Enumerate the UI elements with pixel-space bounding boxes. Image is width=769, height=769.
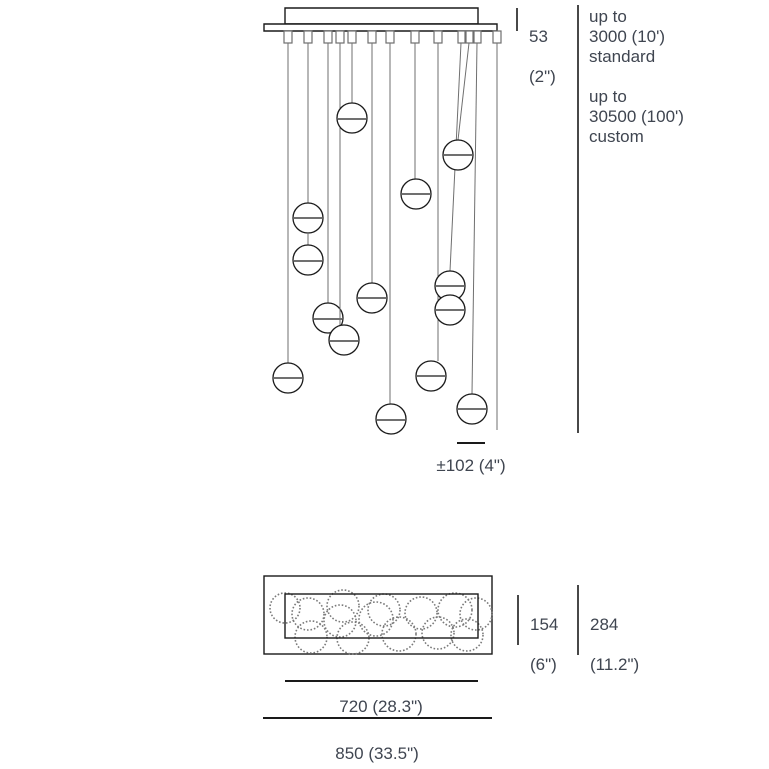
- elevation-view: [263, 5, 579, 444]
- cord-nub: [410, 30, 420, 44]
- pendant: [375, 30, 407, 435]
- plan-sphere: [291, 597, 325, 631]
- pendant: [292, 30, 324, 234]
- plan-sphere: [459, 597, 493, 631]
- canopy-height-imperial: (2"): [529, 67, 556, 86]
- cord-nub: [367, 30, 377, 44]
- cord-nub: [323, 30, 333, 44]
- plan-depth-imperial: (6"): [530, 655, 557, 674]
- plan-overall-outline: [263, 575, 493, 655]
- plan-overall-depth-value: 284: [590, 615, 619, 634]
- cord-nub: [303, 30, 313, 44]
- plan-sphere: [269, 592, 301, 624]
- plan-canopy-outline: [284, 593, 479, 639]
- pendant: [400, 30, 432, 210]
- cord-nub: [473, 30, 482, 44]
- plan-sphere: [294, 620, 328, 654]
- plan-view: [263, 575, 579, 719]
- drop-length-notes: up to 3000 (10') standard up to 30500 (1…: [589, 7, 749, 147]
- pendant-sphere: [292, 244, 324, 276]
- pendant: [492, 30, 502, 430]
- pendant: [434, 294, 466, 326]
- plan-depth-value: 154: [530, 615, 559, 634]
- cord-nub: [335, 30, 345, 44]
- cord-nub: [457, 30, 466, 44]
- canopy-width-dimension: 720 (28.3"): [339, 697, 423, 716]
- cord-nub: [283, 30, 293, 44]
- cord-nub: [492, 30, 502, 44]
- plan-sphere: [381, 616, 417, 652]
- cord-line: [457, 42, 470, 141]
- pendant: [456, 30, 488, 425]
- plan-overall-depth-dimension: 284 (11.2"): [590, 595, 639, 675]
- cord-line: [471, 42, 478, 395]
- overall-width-dimension: 850 (33.5"): [335, 744, 419, 763]
- pendant-sphere: [312, 302, 344, 334]
- plan-overall-depth-imperial: (11.2"): [590, 655, 640, 674]
- canopy-base-plate: [263, 23, 498, 32]
- cord-nub: [385, 30, 395, 44]
- plan-sphere: [326, 589, 360, 623]
- drop-note-custom-line-3: custom: [589, 127, 644, 146]
- drop-note-custom-line-2: 30500 (100'): [589, 107, 684, 126]
- plan-sphere: [358, 601, 394, 637]
- cord-nub: [465, 30, 474, 44]
- canopy-height-dimension: 53 (2"): [529, 7, 556, 87]
- pendant-sphere: [328, 324, 360, 356]
- plan-sphere: [421, 616, 455, 650]
- plan-sphere: [450, 618, 484, 652]
- plan-sphere: [437, 592, 473, 628]
- pendant: [356, 30, 388, 314]
- pendant-sphere: [336, 102, 368, 134]
- cord-nub: [433, 30, 443, 44]
- plan-sphere: [323, 604, 357, 638]
- pendant: [336, 30, 368, 134]
- plan-depth-dimension: 154 (6"): [530, 595, 558, 675]
- drop-note-custom-line-1: up to: [589, 87, 627, 106]
- pendant: [415, 30, 447, 392]
- cord-nub: [347, 30, 357, 44]
- pendant: [328, 30, 360, 356]
- drop-note-custom: up to 30500 (100') custom: [589, 87, 749, 147]
- pendant: [312, 30, 344, 334]
- drop-note-standard-line-3: standard: [589, 47, 656, 66]
- canopy-upper-box: [284, 7, 479, 25]
- drop-note-standard-line-2: 3000 (10'): [589, 27, 666, 46]
- drop-note-standard: up to 3000 (10') standard: [589, 7, 749, 67]
- pendant-group: [272, 30, 502, 435]
- plan-sphere: [404, 596, 438, 630]
- pendant: [442, 30, 474, 171]
- pendant: [292, 233, 324, 276]
- plan-sphere-group: [269, 589, 493, 655]
- drop-note-standard-line-1: up to: [589, 7, 627, 26]
- pendant-sphere: [375, 403, 407, 435]
- sphere-diameter-dimension: ±102 (4"): [436, 456, 506, 475]
- pendant: [272, 30, 304, 394]
- canopy-height-value: 53: [529, 27, 548, 46]
